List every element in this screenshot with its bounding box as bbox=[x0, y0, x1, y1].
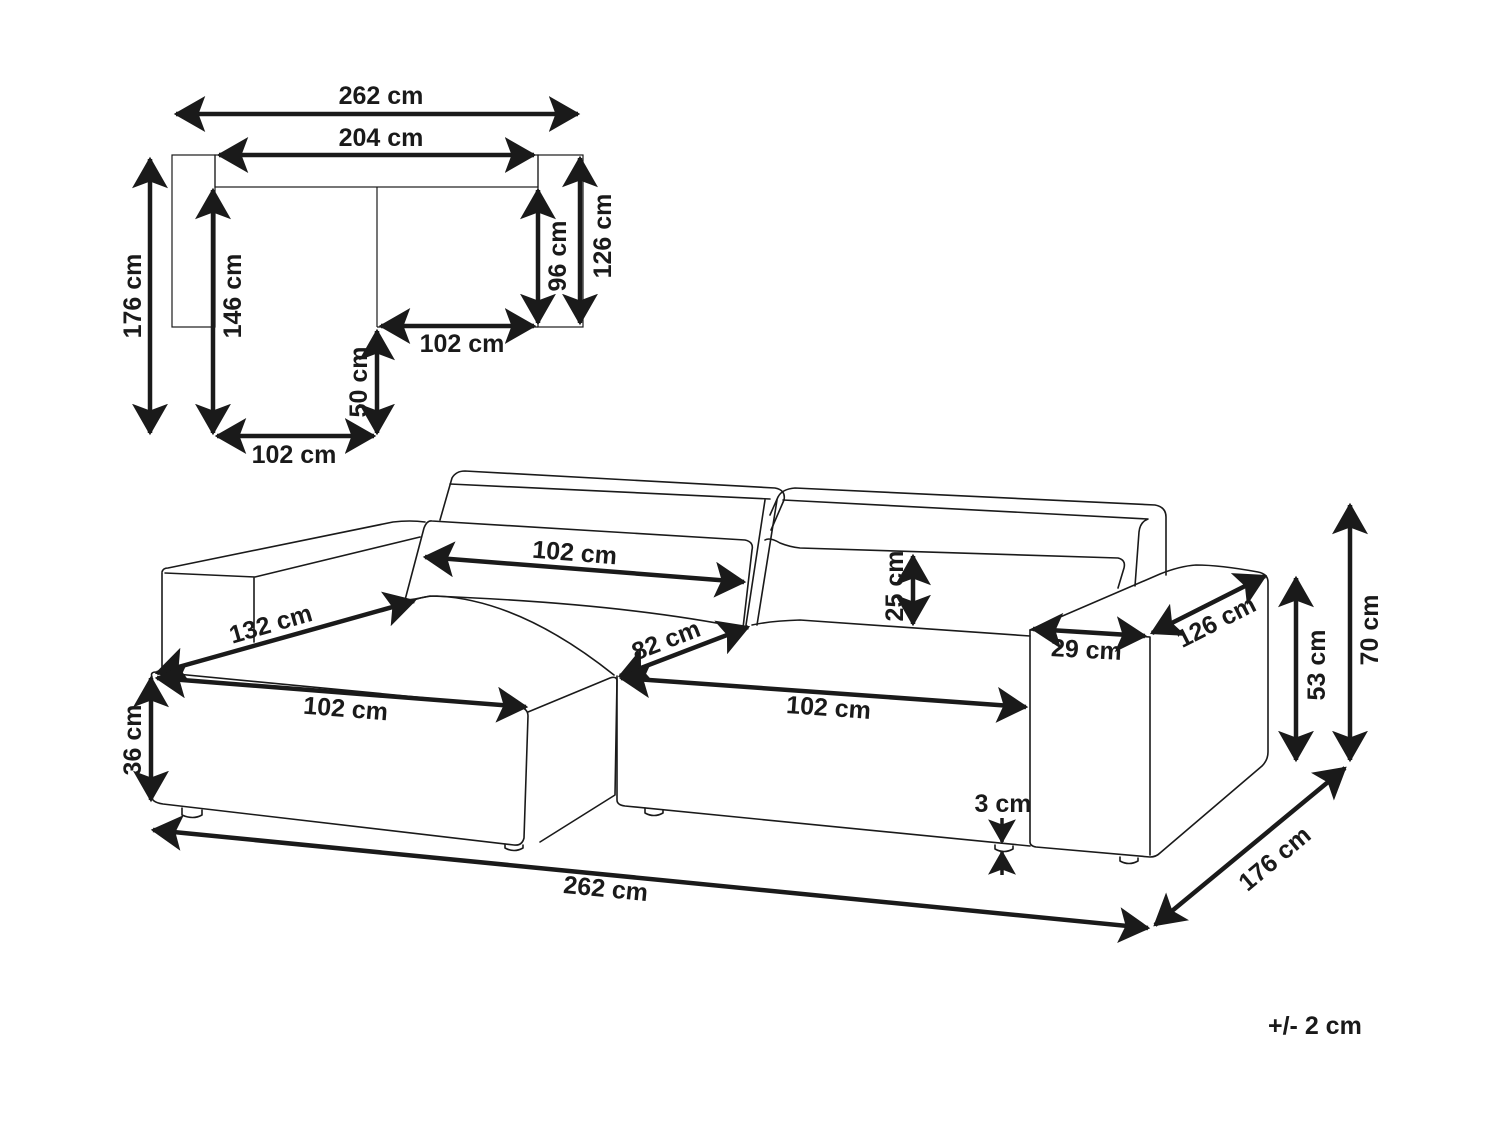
top-view: 262 cm 204 cm 176 cm 146 cm 96 cm 126 cm… bbox=[119, 82, 617, 469]
label-right-seat-width: 102 cm bbox=[420, 330, 505, 358]
dim-arrow-seat-front-102 bbox=[618, 662, 1029, 723]
label-overall-depth-top: 176 cm bbox=[119, 254, 147, 339]
sofa-outline bbox=[150, 470, 1269, 865]
label-seat-front-width: 102 cm bbox=[785, 691, 872, 725]
label-armrest-width: 29 cm bbox=[1050, 634, 1122, 666]
label-leg-height: 3 cm bbox=[975, 790, 1032, 818]
dim-arrow-126-armrest bbox=[1149, 573, 1268, 636]
dim-arrow-back-cushion-102 bbox=[422, 541, 747, 598]
label-back-cushion-height: 25 cm bbox=[881, 551, 909, 622]
label-armrest-height: 53 cm bbox=[1303, 630, 1331, 701]
label-right-total-depth: 126 cm bbox=[589, 194, 617, 279]
tolerance-note: +/- 2 cm bbox=[1268, 1012, 1362, 1040]
label-chaise-extension: 50 cm bbox=[345, 347, 373, 418]
dim-arrow-262-bottom bbox=[150, 814, 1151, 944]
label-chaise-front-width: 102 cm bbox=[302, 692, 389, 727]
label-inner-width: 204 cm bbox=[339, 124, 424, 152]
label-back-cushion-width: 102 cm bbox=[531, 536, 618, 571]
dim-arrow-29 bbox=[1030, 612, 1148, 653]
label-seat-height: 36 cm bbox=[119, 705, 147, 776]
dim-arrow-176-bottom bbox=[1153, 766, 1347, 927]
label-total-depth: 176 cm bbox=[1233, 821, 1316, 897]
perspective-view: 102 cm 132 cm 102 cm 36 cm 82 cm 25 cm 1… bbox=[119, 470, 1384, 944]
label-total-height: 70 cm bbox=[1356, 595, 1384, 666]
label-overall-width-top: 262 cm bbox=[339, 82, 424, 110]
label-chaise-inner-depth: 146 cm bbox=[219, 254, 247, 339]
label-right-seat-depth: 96 cm bbox=[544, 221, 572, 292]
dim-arrow-chaise-front-102 bbox=[154, 662, 529, 723]
label-chaise-seat-width: 102 cm bbox=[252, 441, 337, 469]
dim-arrow-132 bbox=[154, 591, 417, 683]
